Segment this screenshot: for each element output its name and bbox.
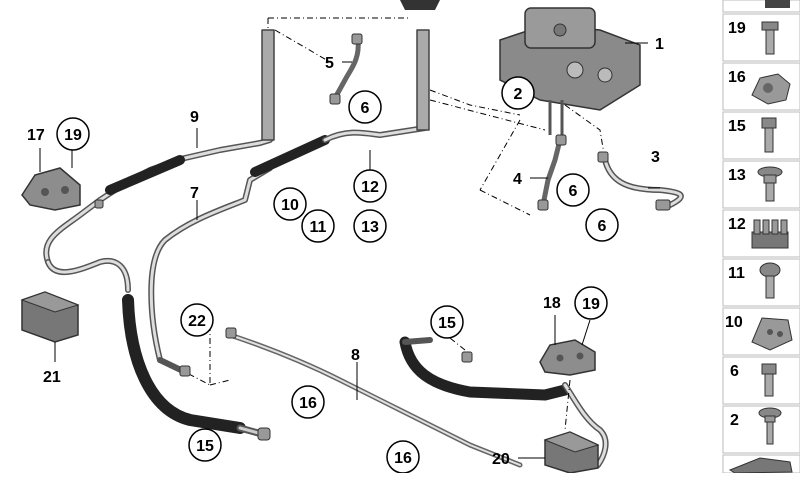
pipe-8 bbox=[227, 332, 523, 468]
panel-label-12: 12 bbox=[728, 216, 746, 233]
screw-15-icon bbox=[761, 117, 777, 153]
pipe-bar-right bbox=[416, 29, 430, 131]
part-18-bracket bbox=[539, 339, 596, 376]
callout-1: 1 bbox=[655, 36, 664, 53]
callout-15b: 15 bbox=[196, 438, 214, 455]
callout-17: 17 bbox=[27, 127, 45, 144]
pipe-bar-left bbox=[261, 29, 275, 141]
callout-16a: 16 bbox=[299, 395, 317, 412]
callout-6c: 6 bbox=[598, 218, 607, 235]
callout-7: 7 bbox=[190, 185, 199, 202]
panel-cell-11 bbox=[722, 258, 800, 307]
part-1-valve-block bbox=[499, 7, 641, 135]
leader-lines bbox=[39, 42, 660, 459]
bracket-10-icon bbox=[751, 317, 793, 351]
bolt-19-icon bbox=[761, 21, 779, 55]
part-17-bracket bbox=[21, 167, 81, 211]
screw-11-icon bbox=[759, 262, 781, 299]
callout-22: 22 bbox=[188, 313, 206, 330]
callout-11: 11 bbox=[310, 219, 327, 236]
fastener-panel: 19 16 15 13 12 bbox=[722, 0, 800, 474]
panel-label-19: 19 bbox=[728, 20, 746, 37]
hose-right bbox=[399, 336, 571, 401]
callout-9: 9 bbox=[190, 109, 199, 126]
pipe-3 bbox=[602, 157, 684, 208]
callout-10: 10 bbox=[281, 197, 299, 214]
callout-2: 2 bbox=[514, 86, 523, 103]
hose-10 bbox=[250, 135, 330, 177]
hose-9 bbox=[105, 155, 185, 195]
callout-20: 20 bbox=[492, 451, 510, 468]
bolt-2-icon bbox=[758, 407, 782, 445]
callout-3: 3 bbox=[651, 149, 660, 166]
callout-19a: 19 bbox=[64, 127, 82, 144]
pipe-4 bbox=[540, 137, 563, 208]
callout-18: 18 bbox=[543, 295, 561, 312]
pipe-7 bbox=[148, 165, 273, 363]
panel-label-16: 16 bbox=[728, 69, 746, 86]
grommet-12-icon bbox=[751, 219, 789, 249]
panel-label-15: 15 bbox=[728, 118, 746, 135]
pipe-network bbox=[43, 29, 684, 468]
callout-15a: 15 bbox=[438, 315, 456, 332]
callout-4: 4 bbox=[513, 171, 522, 188]
callouts: 1 3 4 5 7 8 9 17 18 20 21 2 6 6 6 10 11 … bbox=[27, 36, 664, 474]
panel-label-13: 13 bbox=[728, 167, 746, 184]
part-20-clamp bbox=[543, 431, 600, 474]
callout-8: 8 bbox=[351, 347, 360, 364]
callout-6a: 6 bbox=[361, 100, 370, 117]
callout-21: 21 bbox=[43, 369, 61, 386]
callout-13: 13 bbox=[361, 219, 379, 236]
panel-label-10: 10 bbox=[725, 314, 743, 331]
fittings bbox=[94, 33, 671, 441]
callout-19b: 19 bbox=[582, 296, 600, 313]
screw-6-icon bbox=[761, 363, 777, 397]
top-component-edge bbox=[400, 0, 440, 10]
panel-label-2: 2 bbox=[730, 412, 739, 429]
callout-16b: 16 bbox=[394, 450, 412, 467]
panel-label-6: 6 bbox=[730, 363, 739, 380]
part-21-clamp bbox=[20, 291, 80, 343]
hose-lower-left bbox=[122, 294, 246, 434]
pipe-5 bbox=[332, 37, 361, 101]
panel-label-11: 11 bbox=[728, 265, 745, 282]
clip-16-icon bbox=[751, 73, 791, 105]
callout-6b: 6 bbox=[569, 183, 578, 200]
callout-5: 5 bbox=[325, 55, 334, 72]
reference-lines bbox=[184, 17, 606, 431]
callout-12: 12 bbox=[361, 179, 379, 196]
bolt-13-icon bbox=[757, 166, 783, 202]
